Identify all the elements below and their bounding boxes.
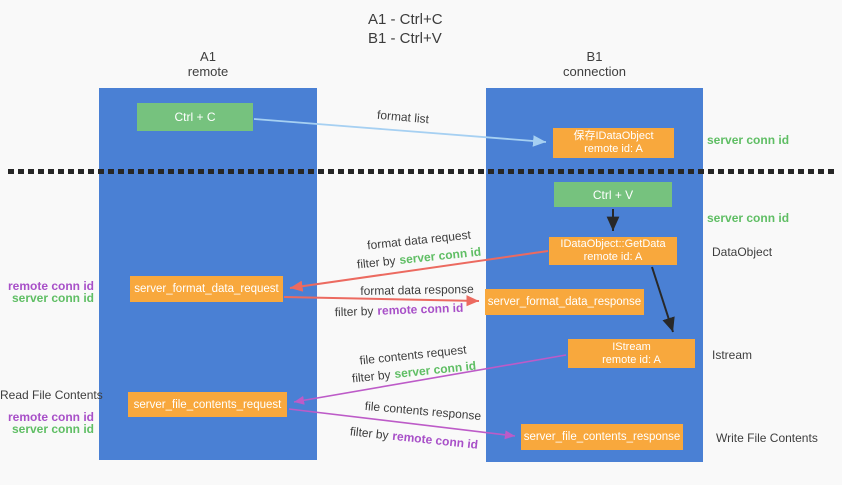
server-conn-id-left-2: server conn id <box>11 422 94 436</box>
title-line-2: B1 - Ctrl+V <box>368 30 442 47</box>
column-b1-name: B1 <box>586 49 603 64</box>
dotted-divider <box>8 169 835 174</box>
istream-line2: remote id: A <box>602 353 661 366</box>
server-file-contents-request-label: server_file_contents_request <box>133 398 282 411</box>
remote-conn-id-left-1: remote conn id <box>7 279 94 293</box>
column-header-a1: A1 remote <box>99 49 317 79</box>
ctrl-v-label: Ctrl + V <box>592 187 634 202</box>
server-format-data-response-node: server_format_data_response <box>485 289 644 315</box>
server-file-contents-response-label: server_file_contents_response <box>523 431 681 443</box>
left-conn-id-block-2: remote conn id server conn id <box>0 411 94 435</box>
remote-conn-id-text: remote conn id <box>391 428 479 452</box>
remote-conn-id-text: remote conn id <box>377 300 464 318</box>
title-line-1: A1 - Ctrl+C <box>368 11 443 28</box>
filter-by-text: filter by <box>351 367 392 386</box>
idataobject-getdata-node: IDataObject::GetData remote id: A <box>549 237 677 265</box>
write-file-contents-label: Write File Contents <box>716 431 818 445</box>
istream-node: IStream remote id: A <box>568 339 695 368</box>
ctrl-c-node: Ctrl + C <box>137 103 253 131</box>
server-format-data-request-label: server_format_data_request <box>134 283 279 295</box>
filter-by-text: filter by <box>334 303 374 320</box>
ctrl-v-node: Ctrl + V <box>554 182 672 207</box>
dataobject-label: DataObject <box>712 245 773 259</box>
getdata-line1: IDataObject::GetData <box>560 238 666 250</box>
file-contents-response-label: file contents response <box>364 398 482 424</box>
server-file-contents-response-node: server_file_contents_response <box>521 424 683 450</box>
istream-line1: IStream <box>612 340 651 353</box>
istream-side-label: Istream <box>712 348 753 362</box>
diagram-title: A1 - Ctrl+C B1 - Ctrl+V <box>368 10 443 48</box>
left-conn-id-block-1: remote conn id server conn id <box>0 280 94 304</box>
format-data-response-label: format data response <box>360 282 474 298</box>
filter-by-text: filter by <box>356 253 397 272</box>
column-header-b1: B1 connection <box>486 49 703 79</box>
save-idataobject-line2: remote id: A <box>584 143 643 155</box>
read-file-contents-label: Read File Contents <box>0 388 103 402</box>
format-list-label: format list <box>376 107 430 127</box>
getdata-line2: remote id: A <box>583 251 643 263</box>
column-b1-subtitle: connection <box>563 64 626 79</box>
save-idataobject-node: 保存IDataObject remote id: A <box>553 128 674 158</box>
server-conn-id-right-1: server conn id <box>707 133 790 147</box>
server-file-contents-request-node: server_file_contents_request <box>128 392 287 417</box>
server-conn-id-right-2: server conn id <box>707 211 790 225</box>
column-a1-name: A1 <box>200 49 216 64</box>
server-conn-id-text: server conn id <box>398 244 482 268</box>
column-a1-subtitle: remote <box>187 64 229 79</box>
remote-conn-id-left-2: remote conn id <box>7 410 94 424</box>
filter-by-text: filter by <box>349 424 390 443</box>
server-conn-id-left-1: server conn id <box>11 291 94 305</box>
server-format-data-request-node: server_format_data_request <box>130 276 283 302</box>
ctrl-c-label: Ctrl + C <box>174 110 216 124</box>
server-format-data-response-label: server_format_data_response <box>487 296 642 308</box>
save-idataobject-line1: 保存IDataObject <box>573 130 654 142</box>
